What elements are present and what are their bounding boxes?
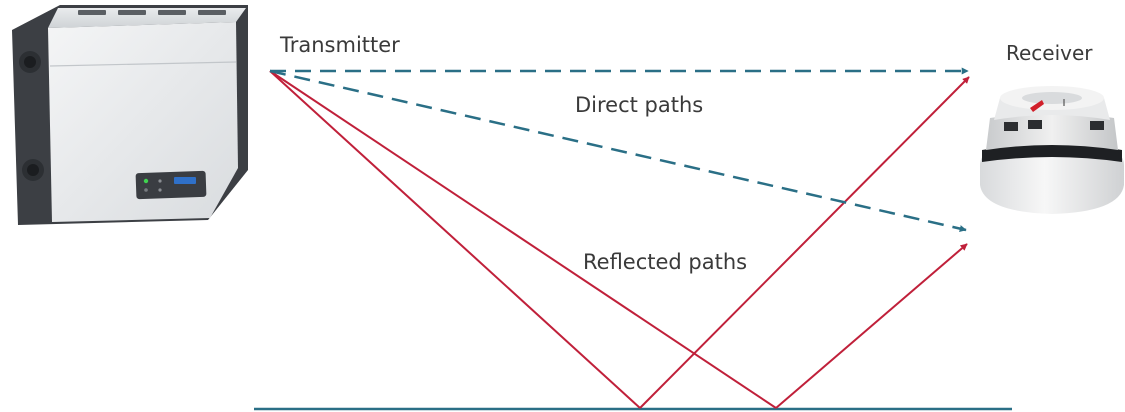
- reflected-paths-label: Reflected paths: [583, 250, 747, 274]
- direct-path-2: [269, 69, 967, 233]
- direct-paths-label: Direct paths: [575, 93, 703, 117]
- transmitter-label: Transmitter: [279, 33, 400, 57]
- receiver-label: Receiver: [1006, 41, 1093, 65]
- reflected-paths: [269, 70, 970, 409]
- transmitter-device-icon: [12, 5, 248, 225]
- receiver-device-icon: [980, 86, 1124, 214]
- reflected-path-2-reflection: [775, 243, 968, 409]
- reflected-path-2-incident: [269, 70, 777, 409]
- direct-paths: [269, 67, 969, 233]
- reflected-path-1-reflection: [639, 76, 970, 409]
- reflected-path-1-incident: [269, 70, 641, 409]
